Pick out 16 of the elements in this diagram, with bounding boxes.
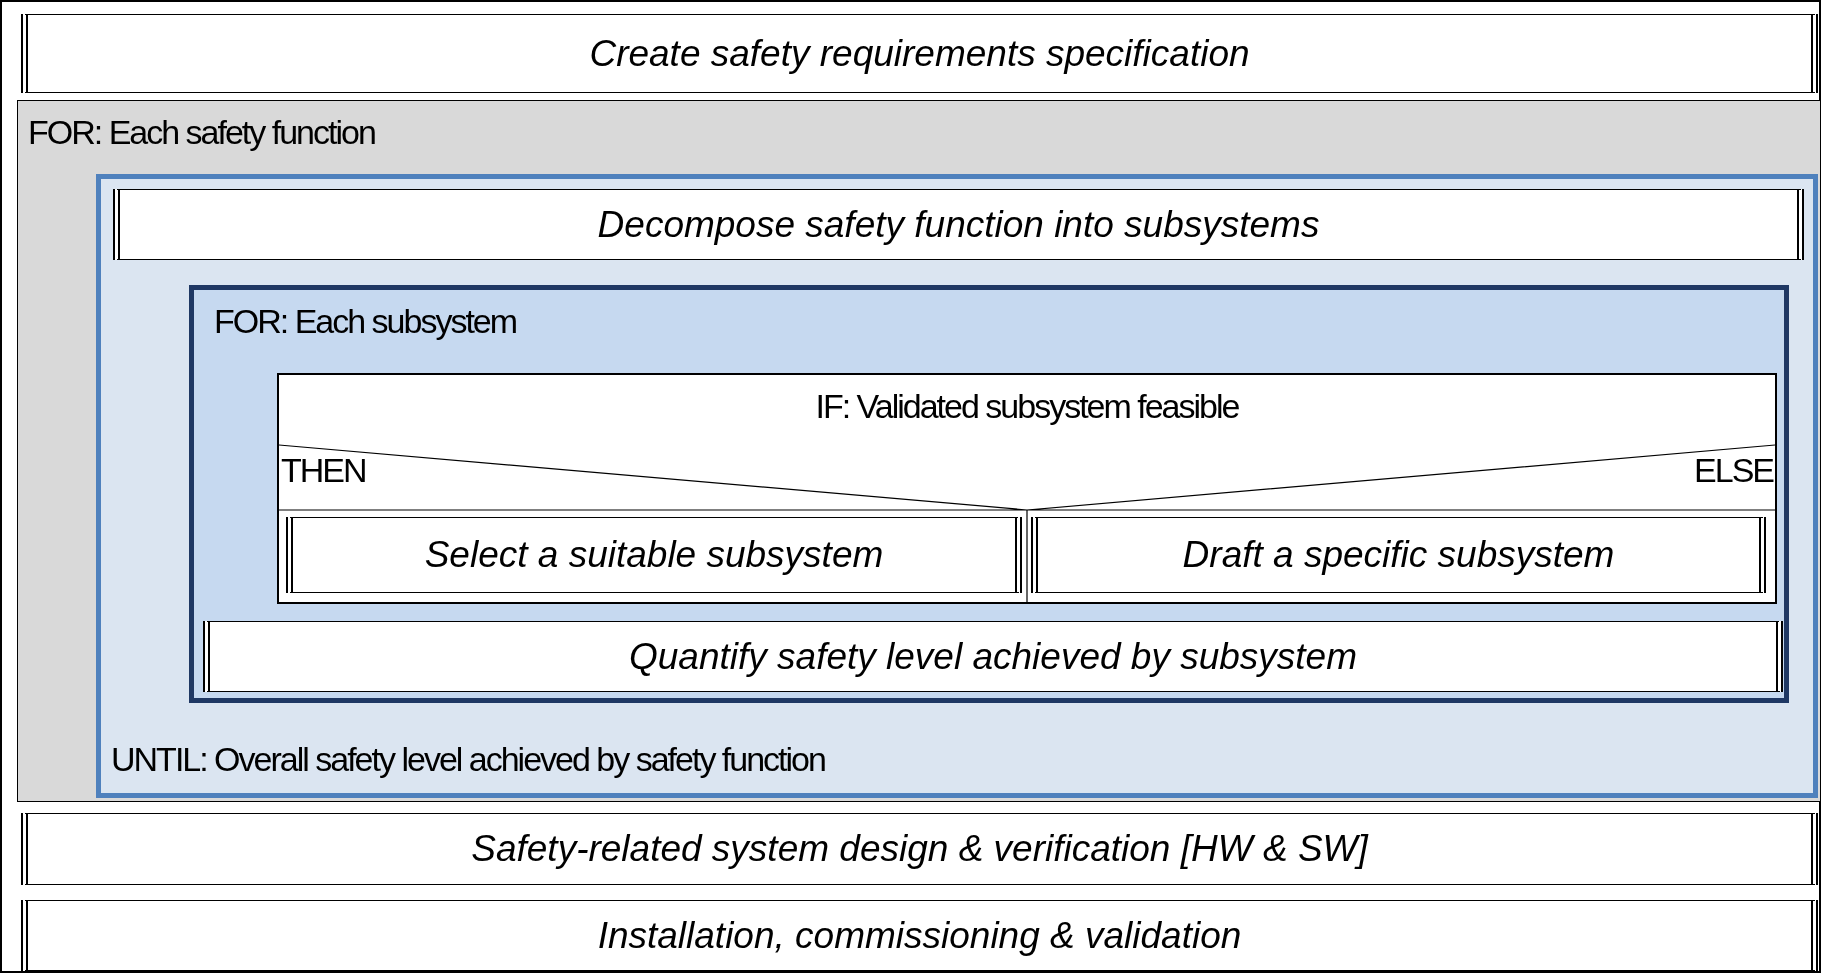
process-box: Decompose safety function into subsystems [113, 189, 1804, 260]
process-box: Safety-related system design & verification [HW & SW] [21, 813, 1818, 885]
condition-text: IF: Validated subsystem feasible [814, 387, 1240, 426]
loop-block [17, 100, 1821, 802]
loop-header: FOR: Each safety function [28, 113, 375, 152]
repeat-until-block [96, 174, 1818, 798]
loop-block [189, 285, 1789, 703]
branch-label: ELSE [1694, 451, 1773, 490]
process-box: Select a suitable subsystem [286, 517, 1022, 593]
process-box: Installation, commissioning & validation [21, 900, 1818, 971]
branch-label: THEN [281, 451, 366, 490]
process-box: Quantify safety level achieved by subsystem [203, 621, 1783, 692]
loop-header: FOR: Each subsystem [214, 302, 517, 341]
process-box: Create safety requirements specification [21, 14, 1818, 93]
process-box: Draft a specific subsystem [1031, 517, 1766, 593]
loop-condition: UNTIL: Overall safety level achieved by safety function [111, 740, 825, 779]
